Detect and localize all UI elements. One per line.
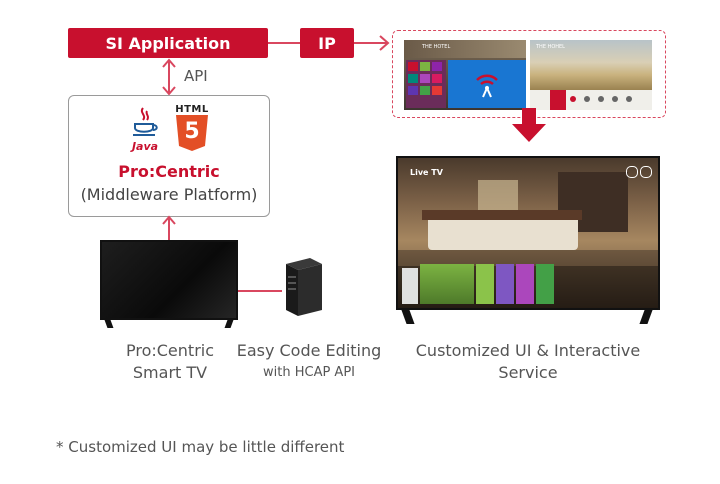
launcher-tile-magenta	[516, 264, 534, 304]
screen-2: THE HOHEL	[530, 40, 652, 110]
middleware-platform-box: Java HTML 5 Pro:Centric (Middleware Plat…	[68, 95, 270, 217]
java-cup-icon	[133, 107, 158, 136]
tv-screen	[100, 240, 238, 320]
settings-icon	[626, 166, 638, 178]
tv-right-stand-right	[639, 310, 653, 324]
html5-logo: HTML 5	[175, 104, 209, 154]
down-arrow	[512, 108, 546, 142]
platform-name: Pro:Centric	[118, 162, 220, 181]
easy-line1: Easy Code Editing	[236, 341, 382, 360]
java-label: Java	[131, 140, 159, 153]
screen-1: THE HOTEL	[404, 40, 526, 110]
easy-code-caption: Easy Code Editing with HCAP API	[236, 340, 382, 384]
java-logo: Java	[129, 106, 161, 153]
html5-shield-icon	[176, 115, 208, 151]
custom-line1: Customized UI & Interactive	[415, 341, 641, 360]
si-application-label: SI Application	[105, 33, 231, 53]
ip-box: IP	[300, 28, 354, 58]
api-arrow	[162, 58, 176, 96]
screen1-hotel-label: THE HOTEL	[422, 44, 451, 50]
launcher-tile-green	[476, 264, 494, 304]
html5-number: 5	[184, 119, 200, 144]
api-label: API	[184, 67, 208, 85]
tv-right-stand-left	[401, 310, 415, 324]
html-badge-label: HTML	[175, 104, 209, 115]
platform-subtitle: (Middleware Platform)	[80, 185, 258, 204]
live-tv-label: Live TV	[410, 168, 443, 177]
tv-left-caption: Pro:Centric Smart TV	[110, 340, 230, 384]
tv-right-screen: Live TV	[396, 156, 660, 310]
tv-stand-right	[224, 320, 234, 328]
customized-caption: Customized UI & Interactive Service	[408, 340, 648, 384]
power-icon	[640, 166, 652, 178]
procentric-smart-tv	[100, 240, 238, 330]
ip-arrow	[354, 35, 390, 51]
screen2-hotel-label: THE HOHEL	[536, 44, 565, 50]
launcher-home-tile	[402, 268, 418, 304]
custom-line2: Service	[498, 363, 558, 382]
launcher-card	[420, 264, 474, 304]
footnote: * Customized UI may be little different	[56, 438, 345, 456]
customized-tv: Live TV	[396, 156, 660, 328]
launcher-tile-purple	[496, 264, 514, 304]
launcher-tile-teal	[536, 264, 554, 304]
easy-line2: with HCAP API	[263, 365, 355, 380]
wifi-icon	[476, 74, 498, 98]
server-icon	[282, 256, 326, 318]
si-application-box: SI Application	[68, 28, 268, 58]
si-ip-connector	[268, 42, 300, 44]
tv-left-line1: Pro:Centric	[125, 341, 215, 360]
tv-server-connector	[238, 290, 282, 292]
ip-label: IP	[318, 33, 336, 53]
tv-left-line2: Smart TV	[132, 363, 208, 382]
tv-stand-left	[104, 320, 114, 328]
tv-to-platform-arrow	[162, 215, 176, 241]
